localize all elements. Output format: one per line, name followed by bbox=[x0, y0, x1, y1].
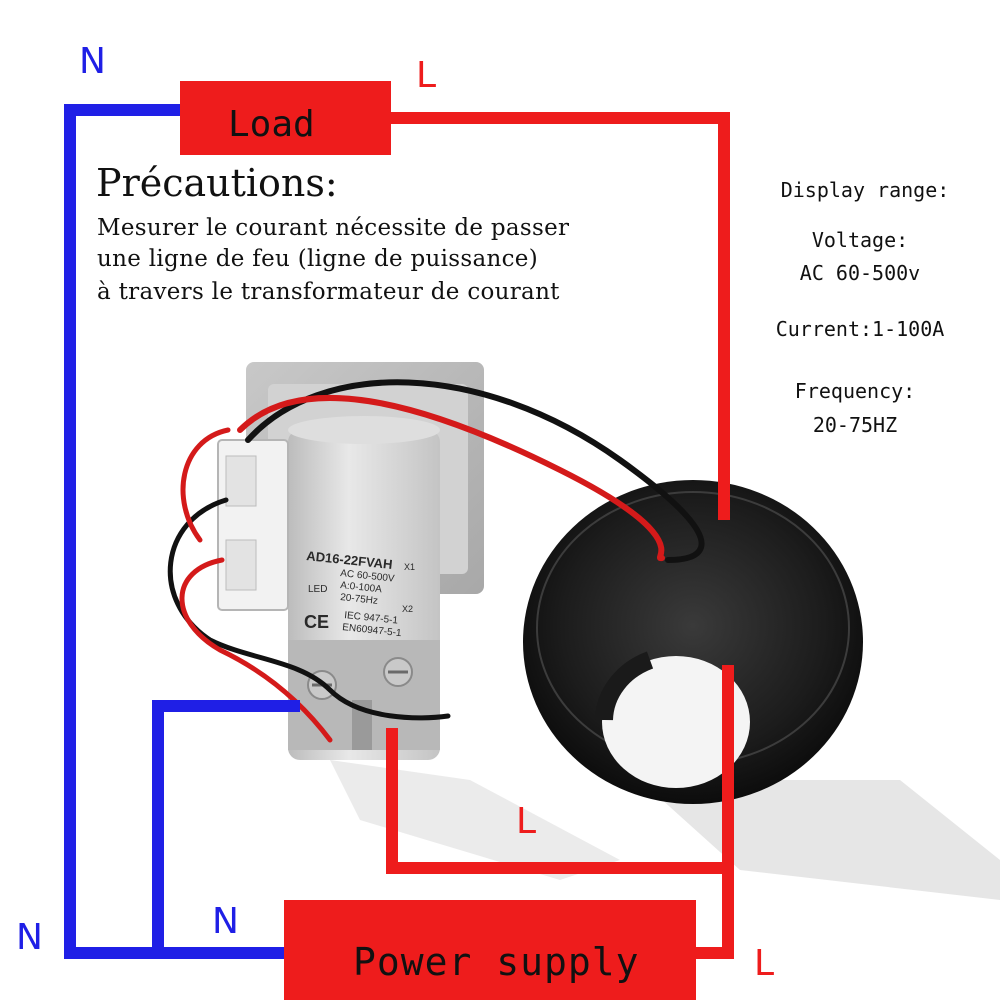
label-n-top: N bbox=[79, 41, 106, 82]
live-wire-meter-to-supply bbox=[386, 728, 728, 874]
precautions-line-2: une ligne de feu (ligne de puissance) bbox=[97, 246, 538, 272]
load-label: Load bbox=[228, 104, 315, 145]
power-supply-box bbox=[284, 900, 696, 1000]
device-wires bbox=[167, 379, 705, 743]
power-supply-label: Power supply bbox=[353, 940, 640, 984]
spec-display-range: Display range: bbox=[780, 178, 950, 202]
label-l-top: L bbox=[416, 55, 437, 96]
device-hz-range-text: 20-75Hz bbox=[340, 592, 379, 607]
neutral-wire-main bbox=[64, 104, 290, 959]
red-wire-loop-upper bbox=[180, 427, 231, 543]
label-l-bottom-right: L bbox=[754, 943, 775, 984]
precautions-line-3: à travers le transformateur de courant bbox=[97, 279, 560, 305]
spec-voltage-label: Voltage: bbox=[811, 228, 909, 252]
red-wire-loop-lower bbox=[179, 557, 333, 743]
load-box bbox=[180, 81, 391, 155]
spec-frequency-label: Frequency: bbox=[794, 379, 916, 403]
label-l-middle: L bbox=[516, 801, 537, 842]
spec-voltage-value: AC 60-500v bbox=[799, 261, 921, 285]
device-shadow bbox=[330, 760, 620, 880]
live-wire-ct-to-supply bbox=[694, 665, 734, 959]
connector-latch-bottom bbox=[225, 539, 257, 591]
black-wire-to-ct bbox=[245, 379, 705, 563]
ct-ring-hole bbox=[602, 656, 750, 788]
device-x1-text: X1 bbox=[404, 562, 415, 572]
precautions-line-1: Mesurer le courant nécessite de passer bbox=[97, 215, 570, 241]
connector-latch-top bbox=[225, 455, 257, 507]
device-x2-text: X2 bbox=[402, 604, 413, 614]
current-transformer bbox=[523, 480, 863, 804]
device-a-range-text: A:0-100A bbox=[340, 580, 383, 595]
live-wire-load-to-ct bbox=[388, 112, 730, 520]
meter-body-top bbox=[288, 416, 440, 444]
ct-ring-hole-depth bbox=[595, 651, 654, 721]
red-wire-to-ct bbox=[237, 394, 665, 562]
spec-current: Current:1-100A bbox=[775, 317, 945, 341]
label-n-bottom-inner: N bbox=[212, 901, 239, 942]
neutral-wiring bbox=[64, 104, 300, 959]
label-n-bottom-left: N bbox=[16, 917, 43, 958]
precautions-title: Précautions: bbox=[96, 161, 338, 205]
device-ce-text: CE bbox=[304, 612, 329, 632]
spec-frequency-value: 20-75HZ bbox=[812, 413, 898, 437]
device-led-text: LED bbox=[308, 584, 327, 595]
neutral-wire-meter bbox=[152, 700, 300, 953]
live-wiring bbox=[386, 112, 734, 959]
black-wire-to-terminal bbox=[167, 497, 451, 721]
